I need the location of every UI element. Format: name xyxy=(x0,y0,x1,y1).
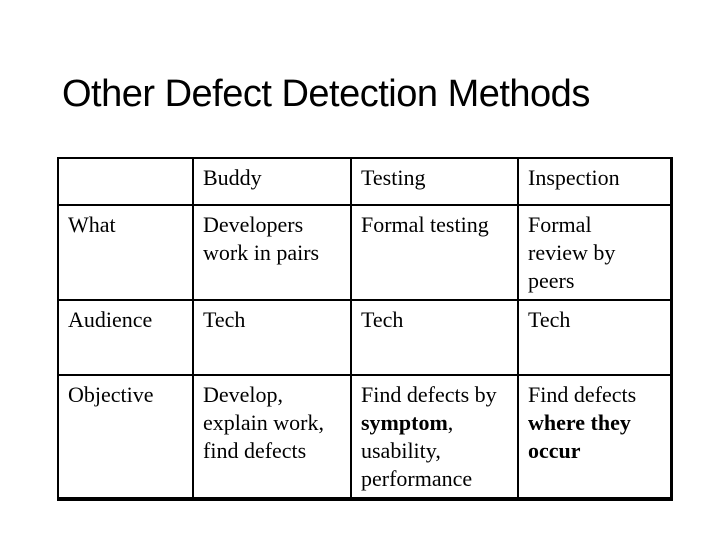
cell-audience-buddy: Tech xyxy=(192,298,352,376)
header-cell-buddy: Buddy xyxy=(192,157,352,206)
table-row-what: What Developers work in pairs Formal tes… xyxy=(57,204,672,301)
cell-objective-inspection: Find defects where they occur xyxy=(517,373,672,500)
row-label-what: What xyxy=(57,204,194,301)
row-label-audience: Audience xyxy=(57,298,194,376)
table-row-objective: Objective Develop, explain work, find de… xyxy=(57,373,672,500)
defect-methods-table: Buddy Testing Inspection What Developers… xyxy=(57,157,673,501)
cell-what-testing: Formal testing xyxy=(350,204,519,301)
table-header-row: Buddy Testing Inspection xyxy=(57,157,672,206)
header-cell-empty xyxy=(57,157,194,206)
row-label-objective: Objective xyxy=(57,373,194,500)
cell-objective-testing: Find defects by symptom, usability, perf… xyxy=(350,373,519,500)
cell-what-buddy: Developers work in pairs xyxy=(192,204,352,301)
cell-objective-buddy: Develop, explain work, find defects xyxy=(192,373,352,500)
cell-what-inspection: Formal review by peers xyxy=(517,204,672,301)
table-row-audience: Audience Tech Tech Tech xyxy=(57,298,672,376)
slide-title: Other Defect Detection Methods xyxy=(62,73,590,115)
cell-audience-testing: Tech xyxy=(350,298,519,376)
cell-audience-inspection: Tech xyxy=(517,298,672,376)
header-cell-testing: Testing xyxy=(350,157,519,206)
header-cell-inspection: Inspection xyxy=(517,157,672,206)
